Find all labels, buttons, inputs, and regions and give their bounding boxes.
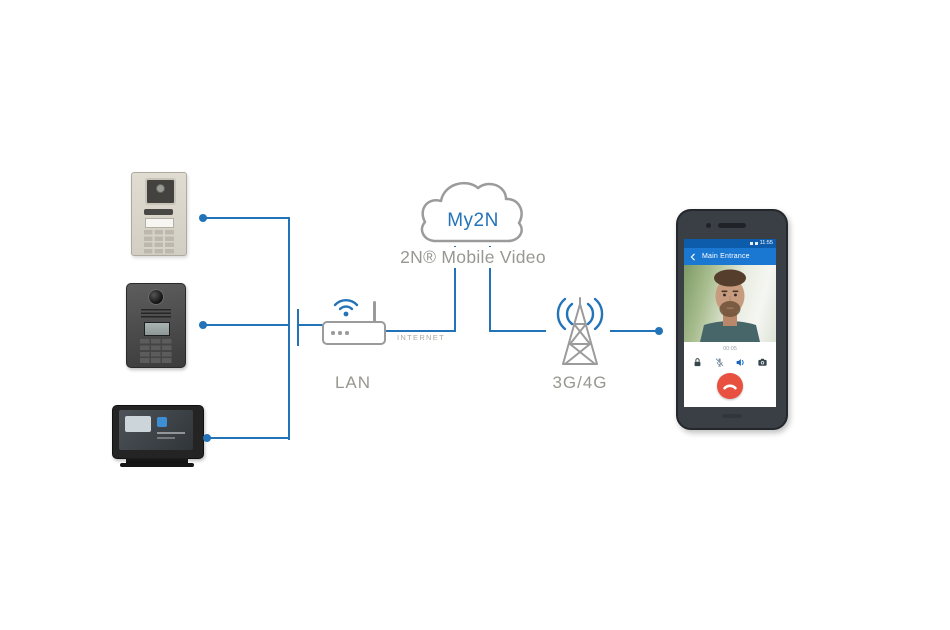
panel-app-icon — [157, 417, 167, 427]
back-arrow-icon[interactable] — [689, 253, 697, 261]
call-timer: 00:05 — [723, 346, 737, 352]
phone-front-camera — [706, 223, 711, 228]
lock-icon[interactable] — [692, 357, 703, 368]
connector-lan-bus — [288, 217, 290, 440]
junction-dot-top-intercom — [199, 214, 207, 222]
router-led — [345, 331, 349, 335]
intercom-camera-module — [145, 178, 176, 205]
junction-dot-indoor-panel — [203, 434, 211, 442]
connector-bus-branch — [297, 309, 299, 346]
intercom-name-card — [145, 218, 174, 228]
indoor-touch-panel-device — [112, 405, 204, 468]
intercom-speaker-grille — [141, 309, 171, 319]
mobile-network-label: 3G/4G — [552, 373, 608, 392]
panel-text-line — [157, 432, 185, 434]
door-intercom-ip-device — [126, 283, 186, 368]
phone-earpiece — [718, 223, 746, 228]
connector-cloud-to-antenna — [491, 330, 546, 332]
panel-stand — [126, 458, 188, 464]
phone-screen: 11:55 Main Entrance — [684, 239, 776, 407]
connector-middle-intercom — [203, 324, 288, 326]
signal-icon — [749, 242, 753, 245]
cloud-icon — [420, 181, 523, 243]
lan-label: LAN — [334, 373, 372, 392]
call-app-bar: Main Entrance — [684, 248, 776, 265]
connector-router-to-cloud — [386, 330, 454, 332]
intercom-camera-lens-icon — [148, 289, 164, 305]
status-time: 11:55 — [759, 240, 773, 246]
wifi-icon — [333, 299, 359, 317]
intercom-keypad — [144, 230, 174, 254]
panel-screen — [119, 410, 193, 450]
intercom-display — [144, 322, 170, 336]
panel-screen-widget — [125, 416, 151, 432]
camera-icon[interactable] — [757, 357, 768, 368]
phone-status-bar: 11:55 — [684, 239, 776, 248]
connector-cloud-drop-left — [454, 246, 456, 332]
connector-bus-to-router — [299, 324, 323, 326]
phone-home-slot — [722, 414, 742, 418]
cloud-subtitle: 2N® Mobile Video — [363, 247, 583, 268]
connector-indoor-panel — [207, 437, 288, 439]
camera-lens-icon — [156, 184, 165, 193]
connector-top-intercom — [203, 217, 289, 219]
mic-muted-icon[interactable] — [714, 357, 725, 368]
phone-hangup-icon — [723, 384, 737, 390]
router-led — [331, 331, 335, 335]
smartphone: 11:55 Main Entrance — [676, 209, 788, 430]
router-icon — [322, 321, 386, 345]
panel-base — [120, 463, 194, 467]
caller-portrait — [700, 269, 760, 342]
junction-dot-phone — [655, 327, 663, 335]
battery-icon — [754, 242, 758, 245]
hangup-button[interactable] — [717, 373, 743, 399]
speaker-icon[interactable] — [735, 357, 746, 368]
intercom-speaker-slot — [144, 209, 173, 215]
door-intercom-vario-device — [131, 172, 187, 256]
junction-dot-middle-intercom — [199, 321, 207, 329]
connector-cloud-drop-right — [489, 246, 491, 332]
router-led — [338, 331, 342, 335]
connector-antenna-to-phone — [610, 330, 657, 332]
call-controls — [684, 356, 776, 368]
call-title: Main Entrance — [702, 253, 750, 260]
internet-label: INTERNET — [397, 333, 445, 342]
video-call-feed — [684, 265, 776, 342]
panel-text-line — [157, 437, 175, 439]
intercom-keypad — [140, 339, 172, 363]
router-antenna — [373, 301, 376, 323]
cell-tower-icon — [556, 297, 604, 365]
cloud-title: My2N — [447, 210, 499, 231]
